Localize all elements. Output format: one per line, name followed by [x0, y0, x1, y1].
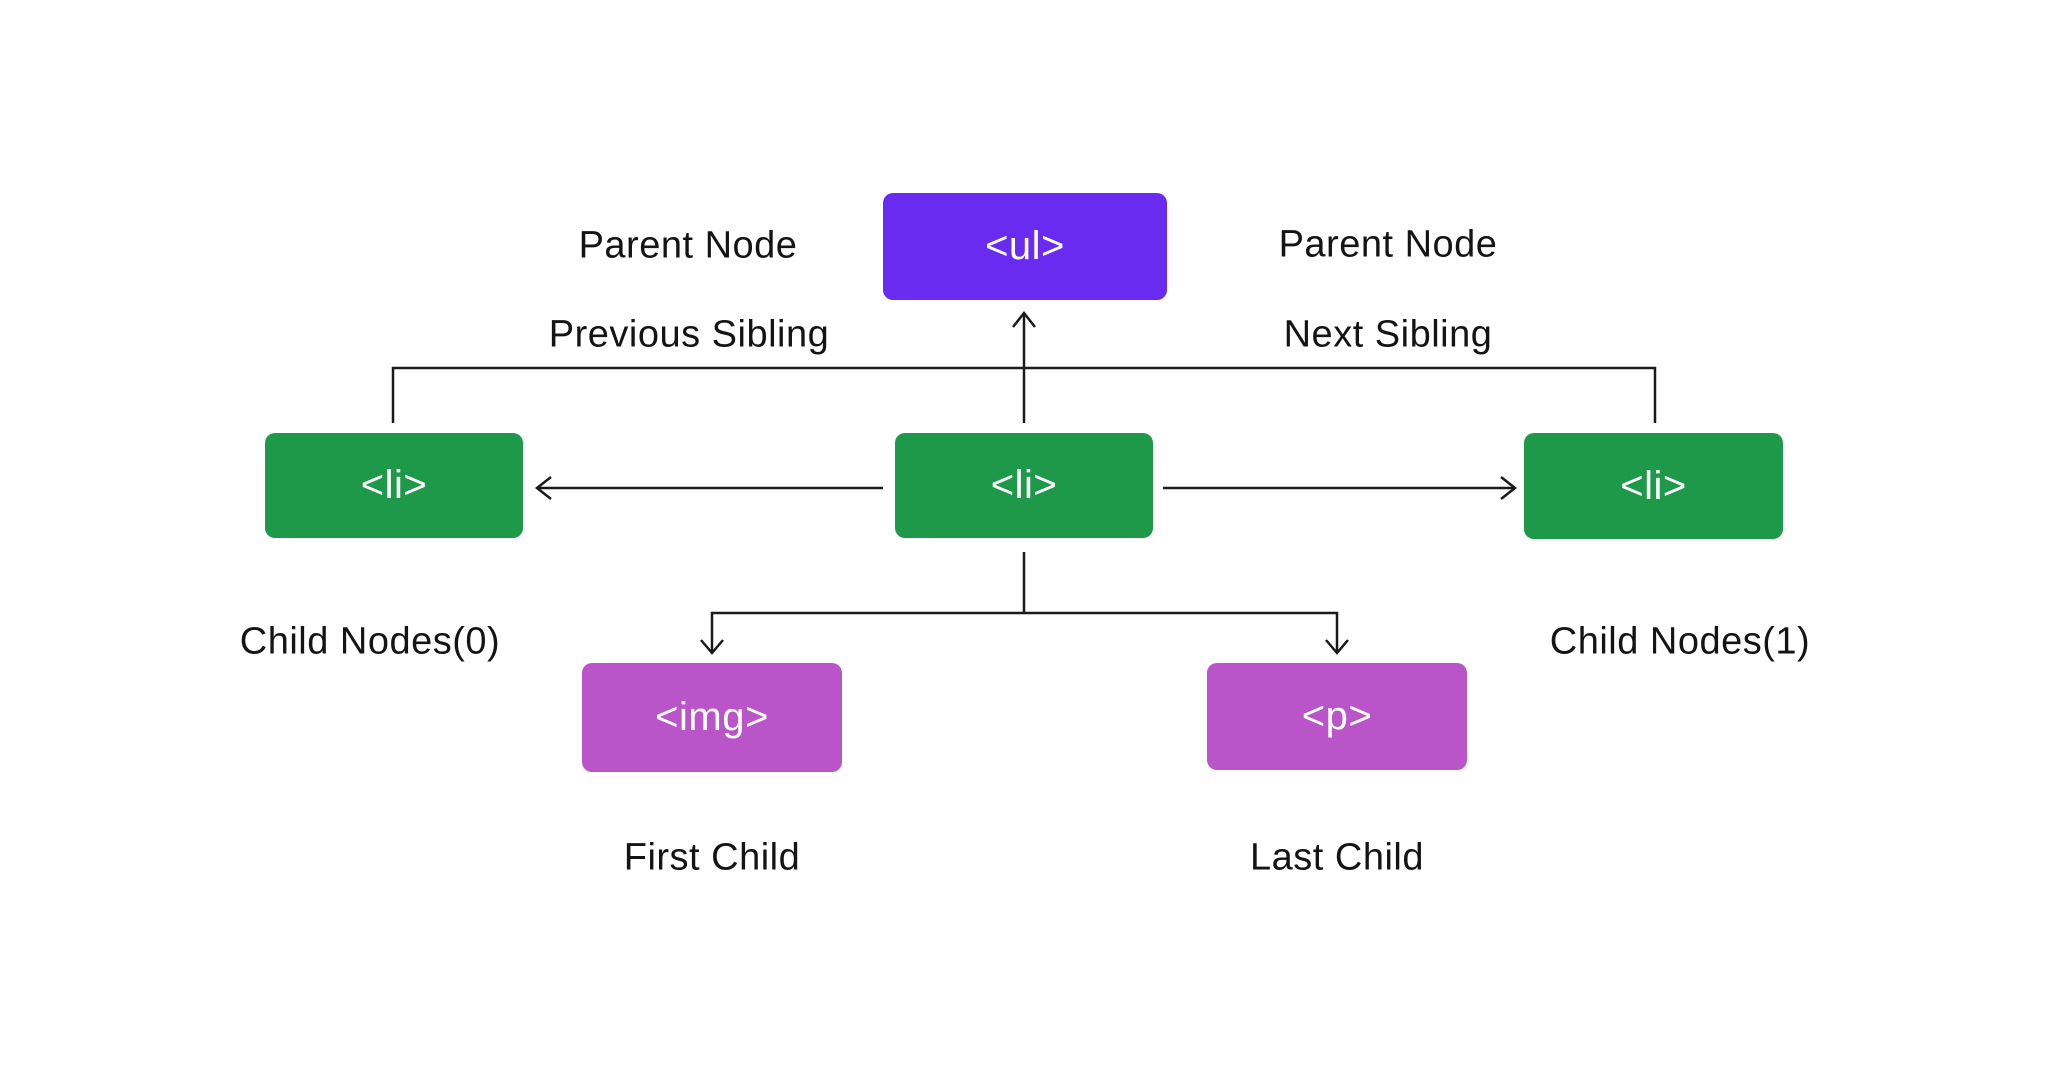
label-child-nodes-1: Child Nodes(1) — [1549, 620, 1811, 663]
node-img-first-child: <img> — [582, 663, 842, 772]
label-parent-node-left: Parent Node — [578, 224, 798, 267]
label-parent-node-right: Parent Node — [1278, 223, 1498, 266]
node-li-current: <li> — [895, 433, 1153, 538]
label-previous-sibling: Previous Sibling — [548, 313, 830, 356]
node-li-previous-sibling: <li> — [265, 433, 523, 538]
node-ul: <ul> — [883, 193, 1167, 300]
last-child-arrowhead-down-icon — [1325, 639, 1349, 655]
children-elbow-connector — [710, 552, 1339, 652]
label-next-sibling: Next Sibling — [1283, 313, 1493, 356]
label-last-child: Last Child — [1250, 836, 1424, 879]
label-first-child: First Child — [623, 836, 801, 879]
first-child-arrowhead-down-icon — [700, 639, 724, 655]
siblings-elbow-connector — [391, 366, 1657, 423]
node-li-next-sibling: <li> — [1524, 433, 1783, 539]
previous-sibling-arrowhead-left-icon — [534, 476, 552, 500]
parent-arrowhead-up-icon — [1012, 310, 1036, 328]
node-p-last-child: <p> — [1207, 663, 1467, 770]
label-child-nodes-0: Child Nodes(0) — [239, 620, 501, 663]
next-sibling-arrowhead-right-icon — [1500, 476, 1518, 500]
